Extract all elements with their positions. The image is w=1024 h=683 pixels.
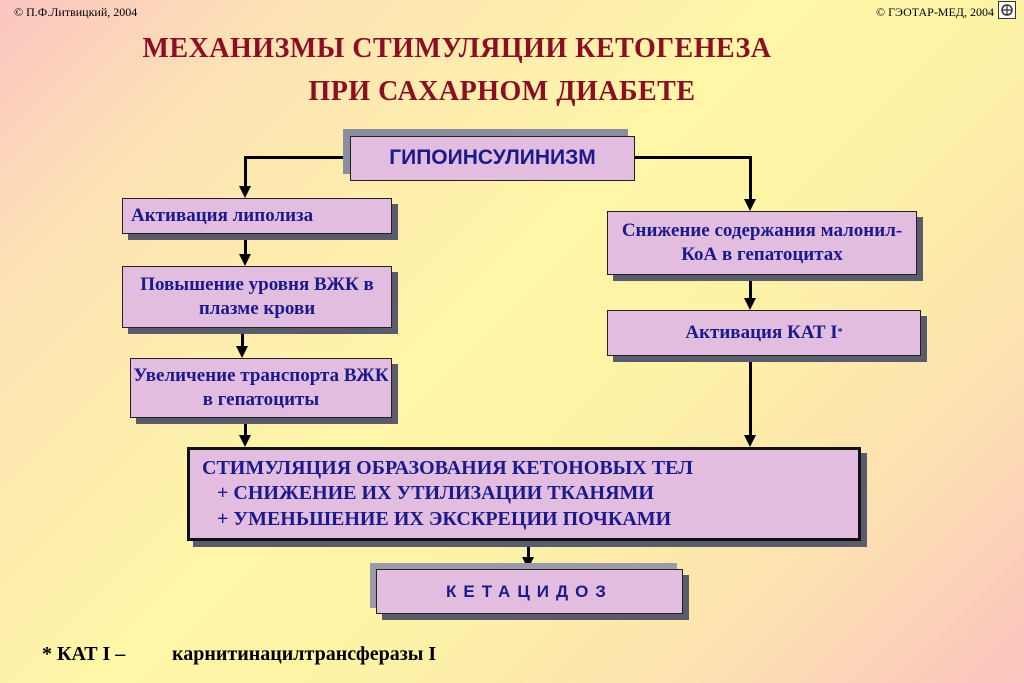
copyright-right: © ГЭОТАР-МЕД, 2004 (875, 5, 994, 19)
ketogenesis-stimulation-box: СТИМУЛЯЦИЯ ОБРАЗОВАНИЯ КЕТОНОВЫХ ТЕЛ + С… (187, 447, 861, 541)
stimulation-line-1: СТИМУЛЯЦИЯ ОБРАЗОВАНИЯ КЕТОНОВЫХ ТЕЛ (202, 456, 694, 479)
stimulation-line-3: + УМЕНЬШЕНИЕ ИХ ЭКСКРЕЦИИ ПОЧКАМИ (202, 507, 672, 530)
arrow-to-lipolysis (239, 186, 251, 198)
connector-l2 (241, 328, 244, 346)
footnote: * КАТ I – карнитинацилтрансферазы I (42, 643, 436, 666)
connector-l3 (244, 418, 247, 435)
navigation-icon[interactable] (998, 1, 1016, 19)
connector-right-down (749, 156, 752, 199)
arrow-to-stimulation-right (744, 435, 756, 447)
arrow-to-stimulation-left (239, 435, 251, 447)
arrow-to-malonyl (744, 199, 756, 211)
connector-right-horizontal (635, 156, 752, 159)
stimulation-line-2: + СНИЖЕНИЕ ИХ УТИЛИЗАЦИИ ТКАНЯМИ (202, 482, 654, 505)
cat-activation-label: Активация КАТ I (685, 322, 838, 344)
footnote-definition: карнитинацилтрансферазы I (172, 643, 437, 665)
connector-left-down (244, 156, 247, 186)
lipolysis-box: Активация липолиза (122, 198, 392, 234)
connector-bottom (527, 541, 530, 557)
title-line-2: ПРИ САХАРНОМ ДИАБЕТЕ (308, 76, 696, 107)
cat-footnote-mark: * (837, 326, 843, 338)
connector-r1 (749, 275, 752, 298)
arrow-to-transport (236, 346, 248, 358)
connector-r2 (749, 356, 752, 435)
arrow-to-ketoacidosis (522, 557, 534, 569)
ffa-transport-box: Увеличение транспорта ВЖК в гепатоциты (130, 358, 392, 418)
footnote-term: * КАТ I – (42, 643, 126, 665)
ffa-level-box: Повышение уровня ВЖК в плазме крови (122, 266, 392, 328)
hypoinsulinism-box: ГИПОИНСУЛИНИЗМ (350, 136, 635, 181)
cat-activation-box: Активация КАТ I* (607, 310, 921, 356)
connector-left-horizontal (244, 156, 350, 159)
title-line-1: МЕХАНИЗМЫ СТИМУЛЯЦИИ КЕТОГЕНЕЗА (142, 33, 772, 64)
arrow-to-ffa (239, 254, 251, 266)
malonyl-coa-box: Снижение содержания малонил-КоА в гепато… (607, 211, 917, 275)
ketoacidosis-box: КЕТАЦИДОЗ (376, 569, 683, 614)
copyright-left: © П.Ф.Литвицкий, 2004 (14, 5, 138, 19)
connector-l1 (244, 234, 247, 254)
arrow-to-cat (744, 298, 756, 310)
